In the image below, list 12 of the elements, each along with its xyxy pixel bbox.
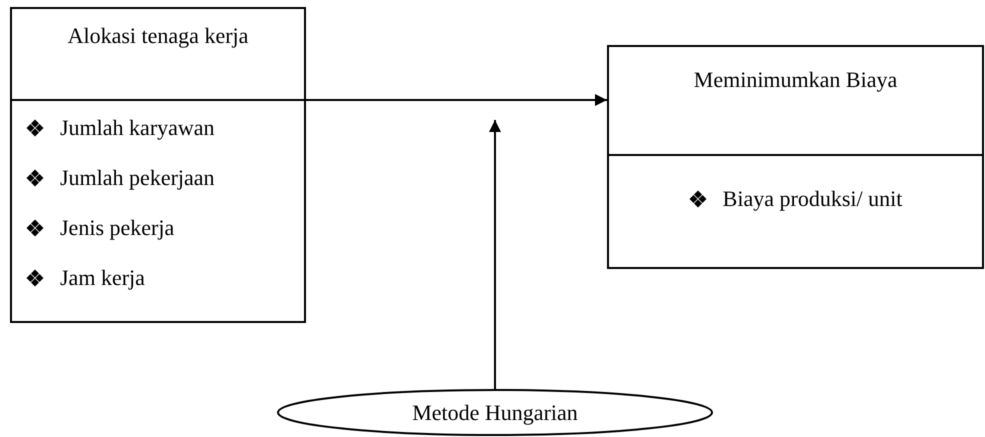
entity-box bbox=[10, 7, 306, 323]
ellipse-label: Metode Hungarian bbox=[412, 400, 578, 426]
box-heading: Alokasi tenaga kerja bbox=[68, 23, 248, 49]
list-item: Biaya produksi/ unit bbox=[722, 186, 902, 212]
list-item: Jumlah karyawan bbox=[60, 115, 215, 141]
list-item: Jam kerja bbox=[60, 265, 145, 291]
arrow bbox=[306, 94, 607, 106]
list-item: Jumlah pekerjaan bbox=[60, 165, 215, 191]
list-item: Jenis pekerja bbox=[60, 215, 174, 241]
box-heading: Meminimumkan Biaya bbox=[694, 67, 898, 93]
entity-box bbox=[607, 45, 984, 269]
arrow bbox=[489, 120, 501, 389]
